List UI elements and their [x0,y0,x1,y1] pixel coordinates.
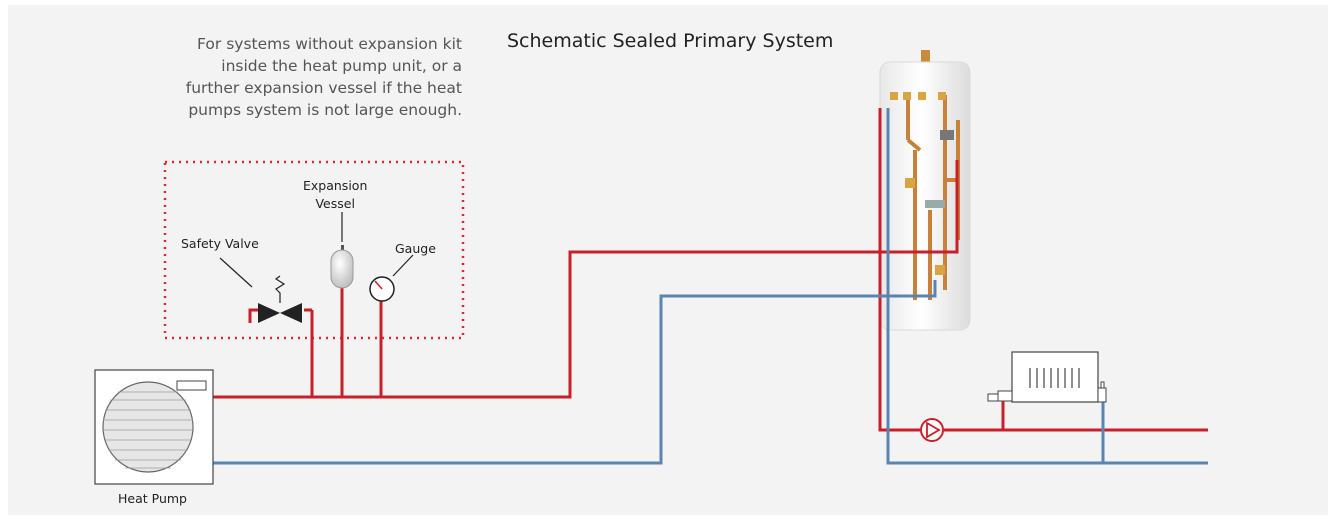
heat-pump-label: Heat Pump [118,491,187,506]
hot-water-cylinder [879,50,971,331]
circulation-pump-icon [920,418,944,442]
return-pipe [213,108,1208,465]
heat-pump-unit [94,369,214,485]
expansion-vessel-label: Expansion Vessel [303,178,368,211]
expansion-vessel-icon [330,212,354,289]
note-line: inside the heat pump unit, or a [221,57,462,75]
note-line: pumps system is not large enough. [188,101,462,119]
safety-valve-label: Safety Valve [181,236,259,251]
safety-valve-icon [219,257,302,323]
pressure-gauge-icon [369,254,414,302]
optional-kit-boundary [163,160,465,340]
note-line: For systems without expansion kit [197,35,462,53]
diagram-title: Schematic Sealed Primary System [507,30,834,52]
flow-pipe [213,108,1208,432]
expansion-kit-note: For systems without expansion kit inside… [150,33,462,121]
radiator-icon [987,351,1107,403]
note-line: further expansion vessel if the heat [185,79,462,97]
gauge-label: Gauge [395,241,436,256]
